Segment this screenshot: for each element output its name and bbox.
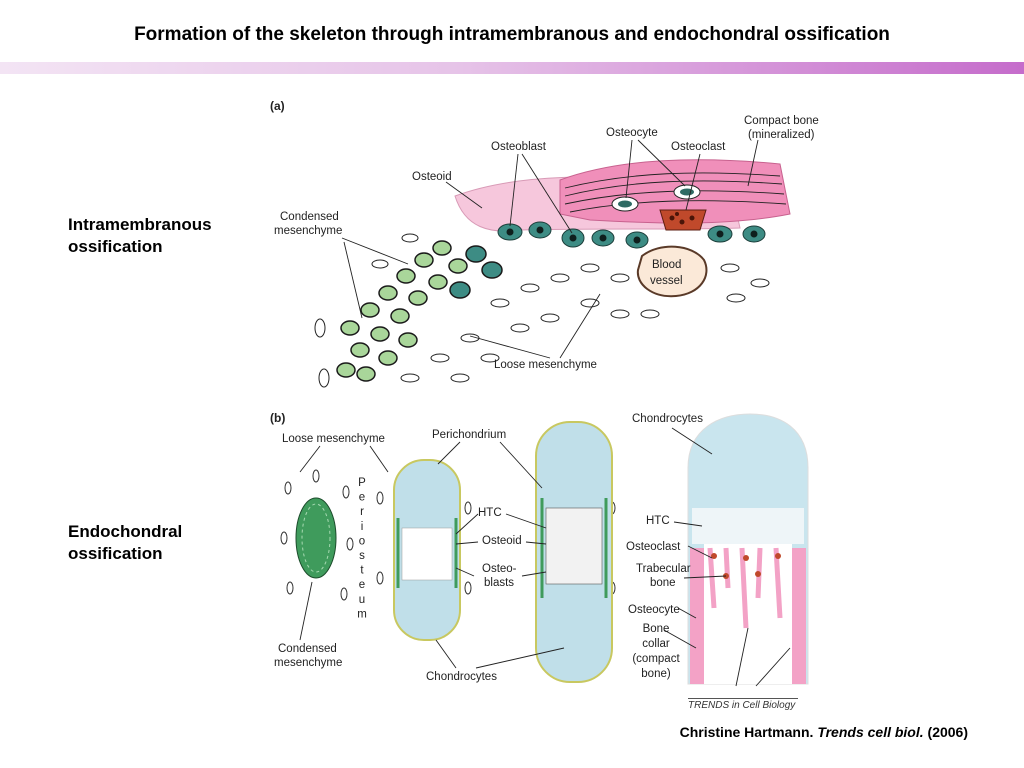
osteocyte-label-b: Osteocyte <box>628 604 680 616</box>
compact-bone-label: Compact bone <box>744 115 819 127</box>
bone-lamellae <box>564 172 787 213</box>
periosteum-letter: e <box>359 492 365 504</box>
citation: Christine Hartmann. Trends cell biol. (2… <box>680 724 968 740</box>
periosteum-letter: i <box>361 521 364 533</box>
loose-mesenchyme-label: Loose mesenchyme <box>494 359 597 371</box>
periosteum-letter: r <box>360 506 364 518</box>
panel-a-leaders <box>341 139 759 359</box>
periosteum-letter: t <box>360 565 364 577</box>
blood-vessel <box>636 245 708 298</box>
trabecular-label-1: Trabecular <box>636 563 691 575</box>
htc-label-mid: HTC <box>478 507 502 519</box>
loose-mesenchyme-label-b: Loose mesenchyme <box>282 433 385 445</box>
citation-year: (2006) <box>923 724 968 740</box>
condensed-label-b-1: Condensed <box>278 643 337 655</box>
compact-bone-sublabel: (mineralized) <box>748 129 815 141</box>
osteocyte-label: Osteocyte <box>606 127 658 139</box>
condensed-cluster <box>295 497 337 579</box>
periosteum-letter: o <box>359 535 365 547</box>
intramembranous-label: Intramembranous ossification <box>68 215 212 256</box>
bone-collar-label: Bone collar (compact bone) <box>632 623 680 680</box>
periosteum-letter: P <box>358 477 366 489</box>
condensed-mesenchyme-label-2: mesenchyme <box>274 225 342 237</box>
osteoclast-label: Osteoclast <box>671 141 726 153</box>
title-underline-bar <box>0 62 1024 74</box>
trabecular-label-2: bone <box>650 577 676 589</box>
osteoblast-nuclei <box>506 226 758 244</box>
bone-collar-line: collar <box>642 638 670 650</box>
osteoid-label: Osteoid <box>412 171 452 183</box>
periosteum-letter: s <box>359 550 365 562</box>
osteoid-label-b: Osteoid <box>482 535 522 547</box>
ossification-figure: (a) <box>270 99 819 687</box>
bone-collar-line: (compact <box>632 653 680 665</box>
condensed-label-b-2: mesenchyme <box>274 657 342 669</box>
osteoblast-label: Osteoblast <box>491 141 547 153</box>
condensed-mesenchyme-label-1: Condensed <box>280 211 339 223</box>
source-credit: TRENDS in Cell Biology <box>688 698 798 711</box>
loose-mesenchyme-cells <box>314 233 770 388</box>
blood-vessel-label-2: vessel <box>650 275 683 287</box>
citation-journal: Trends cell biol. <box>817 724 924 740</box>
panel-a-tag: (a) <box>270 99 285 113</box>
page-title: Formation of the skeleton through intram… <box>134 24 890 45</box>
periosteum-letter: u <box>359 594 365 606</box>
endochondral-label: Endochondral ossification <box>68 522 183 563</box>
bone-collar-line: Bone <box>643 623 670 635</box>
osteoblasts-label-2: blasts <box>484 577 514 589</box>
osteocytes-in-bone <box>611 184 701 212</box>
periosteum-letter: m <box>357 608 367 620</box>
htc-label-right: HTC <box>646 515 670 527</box>
condensed-mesenchyme-cells <box>336 240 503 382</box>
citation-author: Christine Hartmann. <box>679 724 818 740</box>
blood-vessel-label-1: Blood <box>652 259 681 271</box>
panel-b-tag: (b) <box>270 411 285 425</box>
perichondrium-label: Perichondrium <box>432 429 506 441</box>
bone-collar-line: bone) <box>641 668 671 680</box>
chondrocytes-top-label: Chondrocytes <box>632 413 703 425</box>
periosteum-letter: e <box>359 579 365 591</box>
cartilage-model-2 <box>535 421 613 683</box>
osteoclast-label-b: Osteoclast <box>626 541 681 553</box>
osteoblasts-label-1: Osteo- <box>482 563 517 575</box>
chondrocytes-bottom-label: Chondrocytes <box>426 671 497 683</box>
cartilage-model-3 <box>687 413 809 685</box>
osteoclast-cell <box>659 209 707 231</box>
panel-b-leaders <box>299 427 791 687</box>
cartilage-model-1 <box>393 459 461 641</box>
